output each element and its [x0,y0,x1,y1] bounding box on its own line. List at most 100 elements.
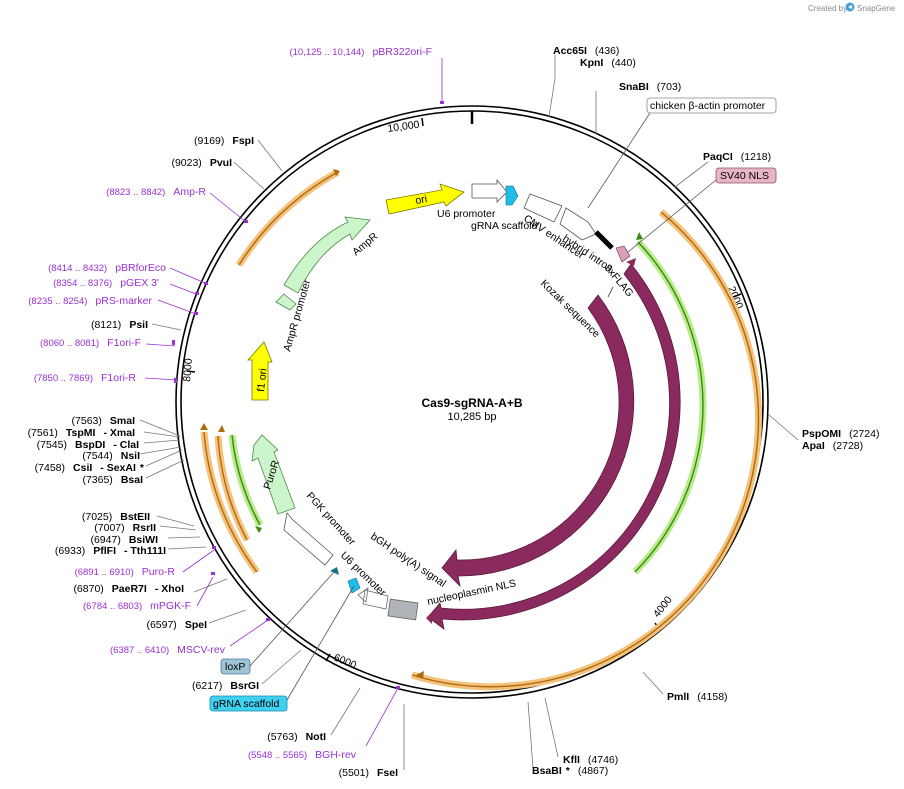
primer-prs-marker: pRS-marker [95,295,152,307]
site-rsrii: RsrII [133,522,156,534]
grna-scaffold-top-icon [505,185,519,206]
svg-text:BsaBI*(4867): BsaBI*(4867) [532,765,608,777]
puror-arrow [251,434,296,515]
tick-label-8000: 8000 [181,358,195,382]
svg-text:(5548 .. 5565)BGH-rev: (5548 .. 5565)BGH-rev [248,749,357,761]
chicken-actin-promoter-arrow [559,207,597,241]
svg-text:(6947)BsiWI: (6947)BsiWI [90,534,158,546]
site-paer7i: PaeR7I [112,583,147,595]
svg-text:PaqCI(1218): PaqCI(1218) [703,151,771,163]
plasmid-size: 10,285 bp [448,411,497,423]
svg-text:(7007)RsrII: (7007)RsrII [94,522,156,534]
svg-text:(9023)PvuI: (9023)PvuI [171,157,232,169]
svg-text:(7458)CsiI- SexAI*: (7458)CsiI- SexAI* [35,462,145,474]
svg-text:loxP: loxP [225,661,245,673]
svg-text:(5501)FseI: (5501)FseI [339,767,398,779]
svg-text:(9169)FspI: (9169)FspI [194,135,254,147]
site-nsii: NsiI [121,450,140,462]
site-psii: PsiI [129,319,148,331]
tick-label-10000: 10,000 [387,119,421,135]
site-smai: SmaI [110,415,135,427]
svg-text:PspOMI(2724): PspOMI(2724) [802,428,879,440]
u6-promoter-arrow-top [471,178,508,203]
snapgene-logo-icon [845,2,855,12]
site-bsteii: BstEII [120,511,150,523]
u6-promoter-arrow-bottom [357,587,389,610]
site-acc65i: Acc65I [553,45,587,57]
site-bspdi: BspDI [75,439,105,451]
svg-text:(8235 .. 8254)pRS-marker: (8235 .. 8254)pRS-marker [28,295,152,307]
site-pvui: PvuI [210,157,232,169]
svg-text:(7545)BspDI- ClaI: (7545)BspDI- ClaI [37,439,139,451]
svg-text:(8414 .. 8432)pBRforEco: (8414 .. 8432)pBRforEco [48,262,166,274]
primer-bgh-rev: BGH-rev [315,749,357,761]
primer-amp-r: Amp-R [173,186,206,198]
svg-text:(6891 .. 6910)Puro-R: (6891 .. 6910)Puro-R [75,566,176,578]
kozak-marker [607,286,614,298]
site-bsabi: BsaBI [532,765,562,777]
grna-scaffold-top-label: gRNA scaffold [471,220,538,232]
svg-text:(7025)BstEII: (7025)BstEII [82,511,150,523]
svg-text:(7365)BsaI: (7365)BsaI [82,474,143,486]
chicken-actin-box: chicken β-actin promoter [587,97,777,209]
svg-text:(6933)PflFI- Tth111I: (6933)PflFI- Tth111I [55,545,166,557]
site-bsai: BsaI [121,474,143,486]
svg-text:KflI(4746): KflI(4746) [563,754,618,766]
sv40-nls-box: SV40 NLS [627,167,777,253]
svg-text:(8354 .. 8376)pGEX 3': (8354 .. 8376)pGEX 3' [53,277,159,289]
credit-brand: SnapGene [857,4,896,13]
svg-text:(8060 .. 8081)F1ori-F: (8060 .. 8081)F1ori-F [40,337,141,349]
svg-text:SnaBI(703): SnaBI(703) [619,81,681,93]
svg-text:PmlI(4158): PmlI(4158) [667,691,728,703]
svg-text:(5763)NotI: (5763)NotI [267,731,326,743]
svg-text:(6597)SpeI: (6597)SpeI [146,619,207,631]
site-fsei: FseI [377,767,398,779]
site-csii: CsiI [73,462,92,474]
svg-text:SV40 NLS: SV40 NLS [720,170,769,182]
site-leader-lines [139,55,799,770]
site-spei: SpeI [185,619,207,631]
primer-markers [172,101,444,689]
site-snabi: SnaBI [619,81,649,93]
orf-arcs [200,168,762,691]
grna-scaffold-bottom-icon [347,577,361,594]
svg-text:(7544)NsiI: (7544)NsiI [82,450,140,462]
site-bsiwi: BsiWI [129,534,158,546]
bgh-polya-block [387,598,419,621]
cas9-inner-arrow [441,294,635,588]
ampr-arrow [283,216,371,294]
primer-f1ori-f: F1ori-F [107,337,141,349]
primer-pbr322ori-f: pBR322ori-F [372,46,432,58]
site-pflfi: PflFI [93,545,116,557]
site-fspi: FspI [232,135,254,147]
site-pmli: PmlI [667,691,689,703]
site-bsrgi: BsrGI [230,680,259,692]
loxp-marker [330,567,339,575]
svg-text:Acc65I(436): Acc65I(436) [553,45,619,57]
3xflag-marker [626,258,636,266]
primer-puro-r: Puro-R [142,566,176,578]
primer-pbrforeco: pBRforEco [115,262,166,274]
u6-promoter-top-label: U6 promoter [437,208,496,220]
site-tspmi: TspMI [66,427,96,439]
backbone-outer [175,105,769,699]
bgh-polya-label: bGH poly(A) signal [368,531,448,590]
svg-text:(7561)TspMI- XmaI: (7561)TspMI- XmaI [28,427,136,439]
svg-text:(8823 .. 8842)Amp-R: (8823 .. 8842)Amp-R [106,186,206,198]
ampr-promoter-arrow [275,293,297,311]
nucleoplasmin-nls-marker [426,612,432,624]
svg-text:(7563)SmaI: (7563)SmaI [72,415,136,427]
svg-text:(8121)PsiI: (8121)PsiI [91,319,148,331]
svg-text:(6870)PaeR7I- XhoI: (6870)PaeR7I- XhoI [73,583,184,595]
svg-text:KpnI(440): KpnI(440) [580,57,636,69]
site-pspomi: PspOMI [802,428,841,440]
primer-leader-lines [144,58,443,747]
primer-mpgk-f: mPGK-F [150,600,191,612]
hybrid-intron-block [594,230,614,250]
site-noti: NotI [306,731,326,743]
f1-ori-label: f1 ori [255,368,269,392]
loxp-box: loxP [220,571,335,675]
primer-pbr322ori-f-range: (10,125 .. 10,144) [289,47,364,58]
primer-labels: (10,125 .. 10,144) pBR322ori-F (8823 .. 8… [28,46,432,761]
